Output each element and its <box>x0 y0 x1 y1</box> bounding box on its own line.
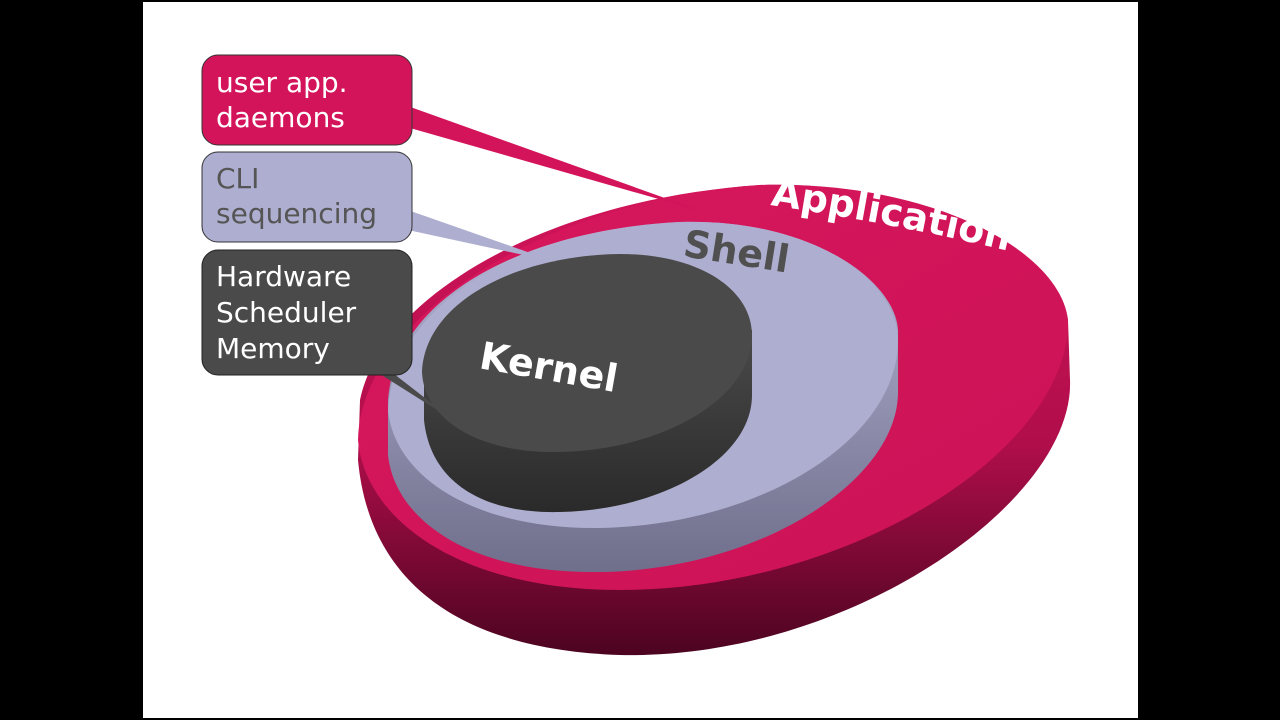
callout-shell-line-2: sequencing <box>216 197 377 230</box>
callout-shell-pointer <box>402 208 556 262</box>
callout-kernel-line-2: Scheduler <box>216 296 357 329</box>
callout-application-line-2: daemons <box>216 101 345 134</box>
callout-shell-text: CLI sequencing <box>216 162 377 230</box>
callout-kernel-line-1: Hardware <box>216 260 351 293</box>
callout-application: user app. daemons <box>201 54 704 212</box>
callout-application-pointer <box>402 104 704 212</box>
callout-kernel-box <box>201 249 413 376</box>
callout-shell: CLI sequencing <box>201 151 556 262</box>
callout-shell-box <box>201 151 413 243</box>
callout-shell-line-1: CLI <box>216 162 259 195</box>
callout-application-text: user app. daemons <box>216 66 356 134</box>
callout-application-line-1: user app. <box>216 66 348 99</box>
callout-kernel-text: Hardware Scheduler Memory <box>216 260 365 365</box>
callout-kernel-line-3: Memory <box>216 332 330 365</box>
callout-kernel: Hardware Scheduler Memory <box>201 249 456 422</box>
kernel-layer: Kernel <box>422 254 752 513</box>
callout-application-box <box>201 54 413 146</box>
kernel-disc-top <box>422 254 752 453</box>
